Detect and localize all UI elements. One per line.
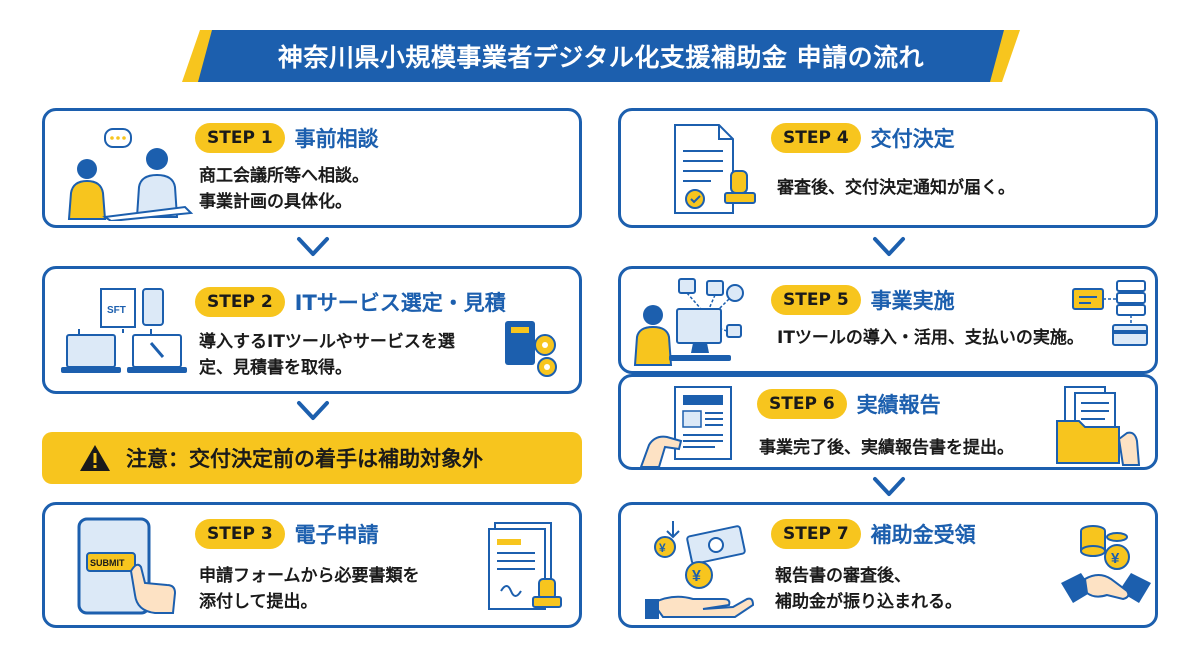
yen-money-icon: ¥ ¥ — [645, 521, 755, 619]
warning-banner: 注意：交付決定前の着手は補助対象外 — [42, 432, 582, 484]
step-6-title: 実績報告 — [856, 393, 941, 417]
svg-text:¥: ¥ — [659, 541, 666, 555]
step-6-badge: STEP 6 — [757, 389, 847, 419]
title-banner: 神奈川県小規模事業者デジタル化支援補助金 申請の流れ — [182, 30, 1020, 82]
certificate-stamp-icon — [674, 124, 756, 214]
warning-text: 注意：交付決定前の着手は補助対象外 — [126, 447, 483, 471]
computer-user-icon — [633, 278, 744, 366]
step-2-badge: STEP 2 — [195, 287, 285, 317]
sft-box-label: SFT — [107, 305, 126, 316]
step-7-title: 補助金受領 — [870, 523, 976, 547]
submit-button-label: SUBMIT — [90, 558, 125, 568]
step-3-desc-line2: 添付して提出。 — [199, 592, 318, 612]
step-2-desc-line2: 定、見積書を取得。 — [199, 358, 352, 378]
step-1-desc-line1: 商工会議所等へ相談。 — [199, 166, 369, 186]
step-6-card: STEP 6 実績報告 事業完了後、実績報告書を提出。 — [618, 374, 1158, 470]
step-5-desc-line1: ITツールの導入・活用、支払いの実施。 — [777, 328, 1084, 348]
document-stamp-icon — [488, 522, 562, 610]
step-1-badge: STEP 1 — [195, 123, 285, 153]
warning-icon — [80, 445, 110, 471]
step-2-desc-line1: 導入するITツールやサービスを選 — [199, 332, 455, 352]
title-bar: 神奈川県小規模事業者デジタル化支援補助金 申請の流れ — [198, 30, 1004, 82]
step-1-desc-line2: 事業計画の具体化。 — [199, 192, 352, 212]
step-1-title: 事前相談 — [294, 127, 379, 151]
step-7-card: ¥ ¥ STEP 7 補助金受領 報告書の審査後、 補助金が振り込まれる。 ¥ — [618, 502, 1158, 628]
arrow-down-icon — [873, 477, 905, 496]
folder-icon — [1056, 386, 1141, 466]
step-6-desc-line1: 事業完了後、実績報告書を提出。 — [759, 438, 1014, 458]
tablet-submit-icon: SUBMIT — [77, 517, 177, 615]
step-7-desc-line2: 補助金が振り込まれる。 — [775, 592, 962, 612]
svg-text:¥: ¥ — [1111, 550, 1120, 567]
handshake-yen-icon: ¥ — [1061, 525, 1151, 603]
page-title: 神奈川県小規模事業者デジタル化支援補助金 申請の流れ — [277, 43, 925, 72]
devices-icon: SFT — [61, 288, 187, 373]
step-5-card: STEP 5 事業実施 ITツールの導入・活用、支払いの実施。 — [618, 266, 1158, 374]
step-7-badge: STEP 7 — [771, 519, 861, 549]
step-7-desc-line1: 報告書の審査後、 — [775, 566, 911, 586]
server-payment-icon — [1072, 280, 1148, 346]
step-3-badge: STEP 3 — [195, 519, 285, 549]
arrow-down-icon — [873, 237, 905, 256]
report-document-icon — [639, 386, 732, 468]
step-5-badge: STEP 5 — [771, 285, 861, 315]
svg-text:¥: ¥ — [692, 568, 701, 585]
step-5-title: 事業実施 — [870, 289, 955, 313]
step-3-desc-line1: 申請フォームから必要書類を — [199, 566, 420, 586]
step-4-card: STEP 4 交付決定 審査後、交付決定通知が届く。 — [618, 108, 1158, 228]
arrow-down-icon — [297, 237, 329, 256]
step-4-badge: STEP 4 — [771, 123, 861, 153]
step-4-desc-line1: 審査後、交付決定通知が届く。 — [777, 178, 1015, 198]
step-3-card: SUBMIT STEP 3 電子申請 申請フォームから必要書類を 添付して提出。 — [42, 502, 582, 628]
consultation-icon — [67, 128, 194, 221]
step-2-card: SFT STEP 2 ITサービス選定・見積 導入するITツールやサービスを選 … — [42, 266, 582, 394]
step-4-title: 交付決定 — [870, 127, 955, 151]
step-2-title: ITサービス選定・見積 — [294, 291, 506, 315]
step-3-title: 電子申請 — [294, 523, 379, 547]
gear-box-icon — [505, 321, 557, 377]
step-1-card: STEP 1 事前相談 商工会議所等へ相談。 事業計画の具体化。 — [42, 108, 582, 228]
arrow-down-icon — [297, 401, 329, 420]
